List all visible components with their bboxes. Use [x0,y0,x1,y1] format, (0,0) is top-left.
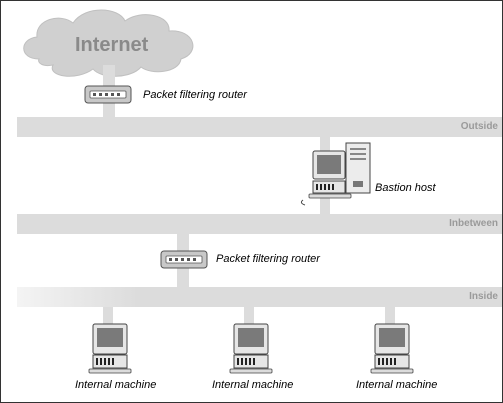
outside-network-label: Outside [460,121,498,132]
internal-machine-icon [370,323,414,374]
machine-drop-2 [244,307,254,325]
bastion-drop-inbetween [320,197,330,215]
inbetween-network-label: Inbetween [449,218,498,229]
inside-network-bar [17,287,502,307]
internal-machine-icon [88,323,132,374]
bastion-host-label: Bastion host [375,182,436,194]
bastion-host-icon [300,142,371,206]
interior-router-label: Packet filtering router [216,253,320,265]
exterior-router-label: Packet filtering router [143,89,247,101]
internet-cloud [23,9,194,77]
internal-machine-label: Internal machine [75,379,157,391]
internal-machine-label: Internal machine [212,379,294,391]
internet-label: Internet [75,34,149,56]
inbetween-network-bar [17,214,502,234]
internal-machine-label: Internal machine [356,379,438,391]
exterior-router-icon [84,85,132,104]
machine-drop-1 [103,307,113,325]
bastion-drop-outside [320,137,330,157]
outside-network-bar [17,117,502,137]
machine-drop-3 [385,307,395,325]
inside-network-label: Inside [469,291,498,302]
internal-machine-icon [229,323,273,374]
interior-router-icon [160,250,208,269]
